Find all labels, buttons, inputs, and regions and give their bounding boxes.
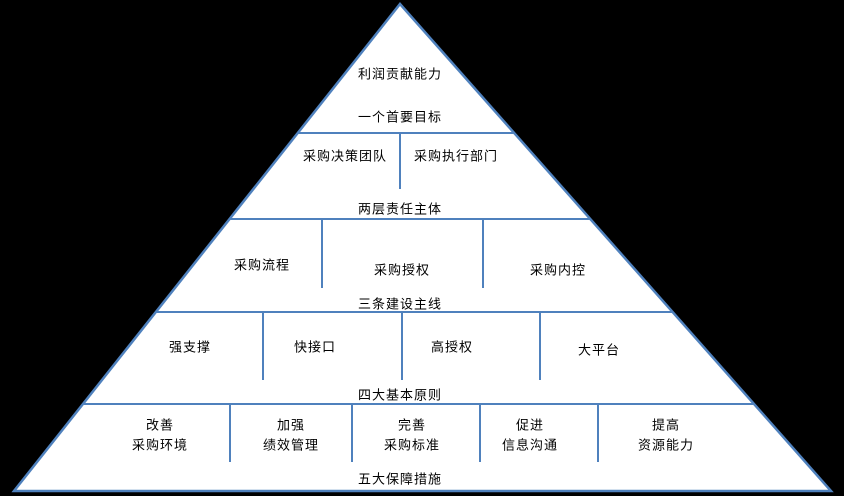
level4-cell-4: 大平台 xyxy=(577,343,621,359)
level5-cell-2: 加强 绩效管理 xyxy=(262,418,320,454)
level2-label: 两层责任主体 xyxy=(357,202,443,218)
level1-cell: 利润贡献能力 xyxy=(357,67,443,83)
level3-cell-1: 采购流程 xyxy=(233,258,291,274)
level5-cell-5: 提高 资源能力 xyxy=(637,418,695,454)
level3-label: 三条建设主线 xyxy=(357,297,443,313)
level5-cell-1: 改善 采购环境 xyxy=(131,418,189,454)
level3-cell-3: 采购内控 xyxy=(529,263,587,279)
level4-label: 四大基本原则 xyxy=(357,388,443,404)
level5-cell-3: 完善 采购标准 xyxy=(383,418,441,454)
level1-label: 一个首要目标 xyxy=(357,110,443,126)
pyramid-outline xyxy=(11,2,834,493)
level4-cell-1: 强支撑 xyxy=(168,340,212,356)
level5-cell-4: 促进 信息沟通 xyxy=(501,418,559,454)
cell-divider-lines xyxy=(229,133,599,462)
tier-separator-lines xyxy=(83,132,754,405)
level2-cell-2: 采购执行部门 xyxy=(413,149,499,165)
level4-cell-3: 高授权 xyxy=(430,340,474,356)
level4-cell-2: 快接口 xyxy=(293,340,337,356)
level2-cell-1: 采购决策团队 xyxy=(302,149,388,165)
level3-cell-2: 采购授权 xyxy=(373,263,431,279)
level5-label: 五大保障措施 xyxy=(357,472,443,488)
